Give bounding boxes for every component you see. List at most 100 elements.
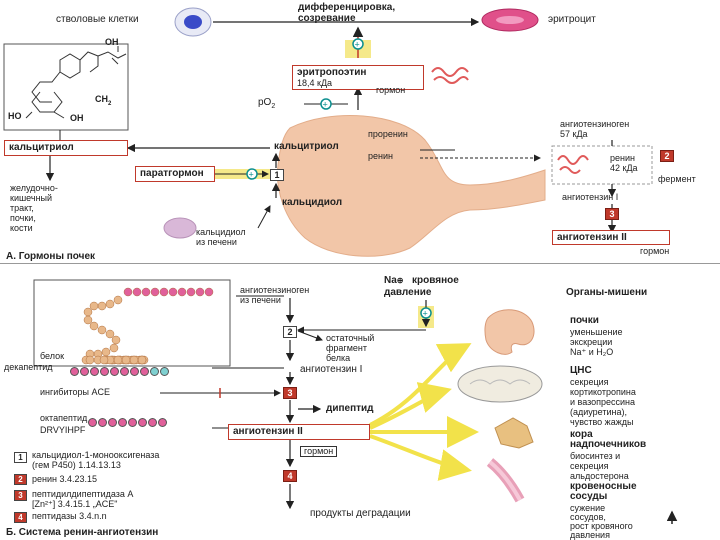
enzyme-label: фермент (658, 174, 696, 184)
enzyme-4-box-bottom: 4 (283, 470, 297, 482)
peptide-bead (150, 367, 159, 376)
stem-cells-label: стволовые клетки (56, 14, 139, 25)
adrenal-line3: альдостерона (570, 471, 629, 481)
peptide-bead (158, 418, 167, 427)
cns-line3: и вазопрессина (570, 397, 636, 407)
erythropoietin-protein (431, 67, 469, 84)
bead (83, 307, 93, 317)
vessels-line3: рост кровяного (570, 521, 633, 531)
maturation-label: созревание (298, 13, 356, 24)
chem-oh1: OH (105, 37, 119, 47)
legend-4-line1: пептидазы 3.4.n.n (32, 511, 107, 521)
calcidiol-liver-label-1: кальцидиол (196, 227, 246, 237)
bead (111, 335, 121, 345)
kidney-line3: Na⁺ и H₂O (570, 347, 614, 357)
erythropoietin-label: эритропоэтин (297, 67, 367, 78)
peptide-bead (148, 418, 157, 427)
cns-line1: секреция (570, 377, 609, 387)
residual-fragment-3: белка (326, 353, 351, 363)
octapeptide-label: октапептид (40, 413, 88, 423)
adrenal-line2: секреция (570, 461, 609, 471)
peptide-bead (118, 418, 127, 427)
calcitriol-box: кальцитриол (4, 140, 128, 156)
degradation-label: продукты деградации (310, 508, 411, 519)
bead-chain (81, 287, 214, 365)
ace-inhibitors-label: ингибиторы ACE (40, 387, 110, 397)
legend-3-line1: пептидилдипептидаза A (32, 489, 134, 499)
drvyihpf-label: DRVYIHPF (40, 425, 86, 435)
protein-label: белок (40, 351, 65, 361)
legend-1-num: 1 (14, 452, 27, 463)
gi-label-1: желудочно- (10, 183, 58, 193)
legend-3-line2: [Zn²⁺] 3.4.15.1 „ACE" (32, 499, 118, 509)
hormone2-label: гормон (640, 246, 670, 256)
targets-title: Органы-мишени (566, 287, 648, 298)
renin-protein (557, 155, 589, 174)
bead (113, 295, 123, 305)
decapeptide-beads (70, 363, 170, 381)
bead (195, 287, 205, 297)
legend-3-num: 3 (14, 490, 27, 501)
differentiation-label: дифференцировка, (298, 2, 396, 13)
section-a-title: A. Гормоны почек (6, 251, 96, 262)
vessels-line4: давления (570, 530, 610, 540)
enzyme-1-box-top: 1 (270, 169, 284, 181)
angiotensinogen-liver-1: ангиотензиноген (240, 285, 310, 295)
kidney-shape (276, 115, 546, 257)
bead (97, 301, 107, 311)
enzyme-2-box-bottom: 2 (283, 326, 297, 338)
svg-text:+: + (249, 170, 254, 180)
peptide-bead (88, 418, 97, 427)
bead (168, 287, 178, 297)
erythropoietin-box: эритропоэтин 18,4 кДа (292, 65, 424, 90)
cns-title: ЦНС (570, 365, 592, 376)
bead (204, 287, 214, 297)
gi-label-2: кишечный (10, 193, 53, 203)
residual-fragment-1: остаточный (326, 333, 375, 343)
decapeptide-label: декапептид (4, 362, 53, 372)
erythropoietin-mass: 18,4 кДа (297, 78, 333, 88)
octapeptide-beads (88, 414, 168, 432)
adrenal-organ-shape (494, 417, 534, 449)
enzyme-3-box-bottom: 3 (283, 387, 297, 399)
peptide-bead (80, 367, 89, 376)
peptide-bead (110, 367, 119, 376)
angiotensin1-label-top: ангиотензин I (562, 192, 619, 202)
brain-organ-shape (457, 365, 543, 403)
bead (89, 321, 99, 331)
peptide-bead (160, 367, 169, 376)
cns-line2: кортикотропина (570, 387, 636, 397)
blood-pressure-label-2: давление (384, 287, 432, 298)
section-b-title: Б. Система ренин-ангиотензин (6, 527, 159, 538)
gi-label-3: тракт, (10, 203, 34, 213)
blood-pressure-label-1: кровяное (412, 275, 459, 286)
legend-4-num: 4 (14, 512, 27, 523)
dipeptide-label: дипептид (326, 403, 374, 414)
svg-text:+: + (323, 100, 328, 110)
erythrocyte-label: эритроцит (548, 14, 596, 25)
peptide-bead (98, 418, 107, 427)
po2-label: pO2 (258, 97, 276, 110)
hormone-label-top: гормон (376, 85, 406, 95)
peptide-bead (100, 367, 109, 376)
bead (177, 287, 187, 297)
angiotensin2-box-top: ангиотензин II (552, 230, 670, 245)
vessels-title-1: кровеносные (570, 481, 637, 492)
kidney-organ-shape (484, 309, 535, 355)
legend-1-line1: кальцидиол-1-монооксигеназа (32, 450, 160, 460)
bead (89, 301, 99, 311)
cns-line5: чувство жажды (570, 417, 634, 427)
bead (105, 299, 115, 309)
legend-2-line1: ренин 3.4.23.15 (32, 474, 98, 484)
cns-line4: (адиуретина), (570, 407, 628, 417)
kidney-line1: уменьшение (570, 327, 623, 337)
angiotensinogen-label: ангиотензиноген (560, 119, 630, 129)
peptide-bead (70, 367, 79, 376)
peptide-bead (90, 367, 99, 376)
calcitriol-box-label: кальцитриол (9, 142, 74, 153)
adrenal-line1: биосинтез и (570, 451, 621, 461)
na-label: Na⊕ (384, 275, 404, 286)
chem-ch2: CH2 (95, 94, 112, 107)
